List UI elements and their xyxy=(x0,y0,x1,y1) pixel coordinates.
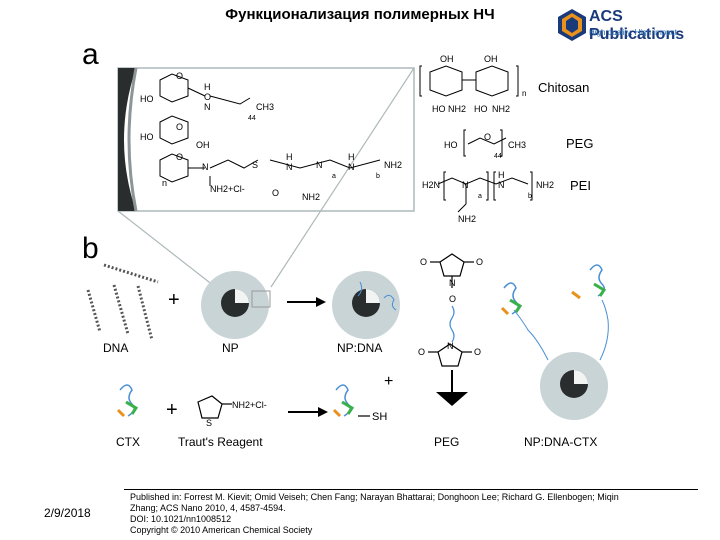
svg-text:a: a xyxy=(478,193,482,200)
svg-text:CH3: CH3 xyxy=(508,140,526,150)
citation-doi: DOI: 10.1021/nn1008512 xyxy=(130,514,232,524)
svg-text:b: b xyxy=(528,193,532,200)
svg-text:O: O xyxy=(176,152,183,162)
dna-label: DNA xyxy=(103,341,128,355)
slide-date: 2/9/2018 xyxy=(44,506,91,520)
svg-text:N: N xyxy=(202,162,209,172)
peg-label: PEG xyxy=(566,136,593,151)
plus-sign-2: + xyxy=(166,399,178,421)
slide-title: Функционализация полимерных НЧ xyxy=(225,6,495,23)
acs-hexagon-icon xyxy=(558,9,586,41)
np-dna-ctx-sphere xyxy=(500,264,609,420)
svg-text:OH: OH xyxy=(196,140,210,150)
ctx-protein xyxy=(116,384,139,418)
svg-text:44: 44 xyxy=(248,115,256,122)
svg-text:O: O xyxy=(176,71,183,81)
svg-text:N: N xyxy=(204,102,211,112)
maleimide-bottom xyxy=(428,343,472,367)
svg-text:HO: HO xyxy=(444,140,458,150)
citation-journal: Zhang; ACS Nano 2010, 4, 4587-4594. xyxy=(130,503,286,513)
np-dna-sphere xyxy=(332,271,400,339)
peg-b-label: PEG xyxy=(434,435,459,449)
svg-text:N: N xyxy=(316,160,323,170)
svg-text:H: H xyxy=(286,152,293,162)
svg-text:O: O xyxy=(272,188,279,198)
svg-text:N: N xyxy=(498,180,505,190)
np-dna-ctx-label: NP:DNA-CTX xyxy=(524,435,597,449)
svg-text:HO: HO xyxy=(140,94,154,104)
np-sphere xyxy=(201,271,271,339)
svg-text:NH2+Cl-: NH2+Cl- xyxy=(210,184,245,194)
svg-text:S: S xyxy=(206,418,212,428)
svg-text:N: N xyxy=(348,162,355,172)
svg-text:NH2+Cl-: NH2+Cl- xyxy=(232,400,267,410)
svg-text:O: O xyxy=(449,294,456,304)
pei-label: PEI xyxy=(570,178,591,193)
svg-text:CH3: CH3 xyxy=(256,102,274,112)
svg-text:H: H xyxy=(498,170,505,180)
svg-text:NH2: NH2 xyxy=(458,214,476,224)
acs-logo: ACS Publications High quality. High impa… xyxy=(557,6,707,44)
svg-text:O: O xyxy=(476,257,483,267)
panel-a-letter: a xyxy=(82,38,99,71)
ctx-label: CTX xyxy=(116,435,140,449)
svg-text:O: O xyxy=(204,92,211,102)
svg-text:NH2: NH2 xyxy=(448,104,466,114)
trauts-reagent-ring xyxy=(197,395,232,419)
svg-text:44: 44 xyxy=(494,153,502,160)
svg-text:n: n xyxy=(522,89,526,98)
svg-text:HO: HO xyxy=(474,104,488,114)
diagram-canvas: O HO H O N CH3 44 O HO OH O N S H N N H … xyxy=(86,54,609,449)
zoom-box xyxy=(117,67,415,212)
sh-label: SH xyxy=(372,411,387,423)
svg-text:OH: OH xyxy=(440,54,454,64)
panel-a-chem-labels: O HO H O N CH3 44 O HO OH O N S H N N H … xyxy=(140,71,402,202)
svg-text:NH2: NH2 xyxy=(536,180,554,190)
chitosan-label: Chitosan xyxy=(538,80,589,95)
ctx-sh-protein xyxy=(332,384,370,418)
svg-text:b: b xyxy=(376,173,380,180)
maleimide-top xyxy=(430,253,474,288)
svg-text:H2N: H2N xyxy=(422,180,440,190)
svg-text:S: S xyxy=(252,160,258,170)
peg-chain xyxy=(449,305,455,343)
nanoparticle-edge xyxy=(118,68,136,211)
chitosan-ring-structure xyxy=(159,73,381,186)
svg-text:O: O xyxy=(420,257,427,267)
svg-text:O: O xyxy=(474,347,481,357)
svg-text:H: H xyxy=(204,82,211,92)
svg-text:a: a xyxy=(332,173,336,180)
svg-text:NH2: NH2 xyxy=(492,104,510,114)
panel-b-letter: b xyxy=(82,232,99,265)
svg-text:O: O xyxy=(418,347,425,357)
svg-text:NH2: NH2 xyxy=(302,192,320,202)
np-label: NP xyxy=(222,341,239,355)
np-dna-label: NP:DNA xyxy=(337,341,382,355)
svg-text:H: H xyxy=(348,152,355,162)
acs-tagline: High quality. High impact. xyxy=(589,28,680,37)
svg-text:N: N xyxy=(286,162,293,172)
svg-text:O: O xyxy=(484,132,491,142)
citation-copyright: Copyright © 2010 American Chemical Socie… xyxy=(130,525,313,535)
svg-text:HO: HO xyxy=(432,104,446,114)
svg-text:HO: HO xyxy=(140,132,154,142)
svg-text:O: O xyxy=(176,122,183,132)
trauts-label: Traut's Reagent xyxy=(178,435,263,449)
svg-text:NH2: NH2 xyxy=(384,160,402,170)
plus-sign-1: + xyxy=(168,289,180,311)
svg-text:N: N xyxy=(449,278,456,288)
svg-text:n: n xyxy=(162,178,167,188)
citation-authors: Published in: Forrest M. Kievit; Omid Ve… xyxy=(130,492,619,502)
svg-text:N: N xyxy=(447,341,454,351)
footer-divider xyxy=(124,489,698,490)
chitosan-structure xyxy=(419,65,519,97)
svg-text:N: N xyxy=(462,180,469,190)
svg-text:OH: OH xyxy=(484,54,498,64)
plus-sign-3: + xyxy=(384,373,393,390)
pei-structure xyxy=(437,171,533,213)
citation: Published in: Forrest M. Kievit; Omid Ve… xyxy=(130,492,700,536)
peg-structure xyxy=(463,129,507,157)
dna-helices xyxy=(86,263,159,341)
acs-brand-text: ACS Publications xyxy=(589,8,685,43)
